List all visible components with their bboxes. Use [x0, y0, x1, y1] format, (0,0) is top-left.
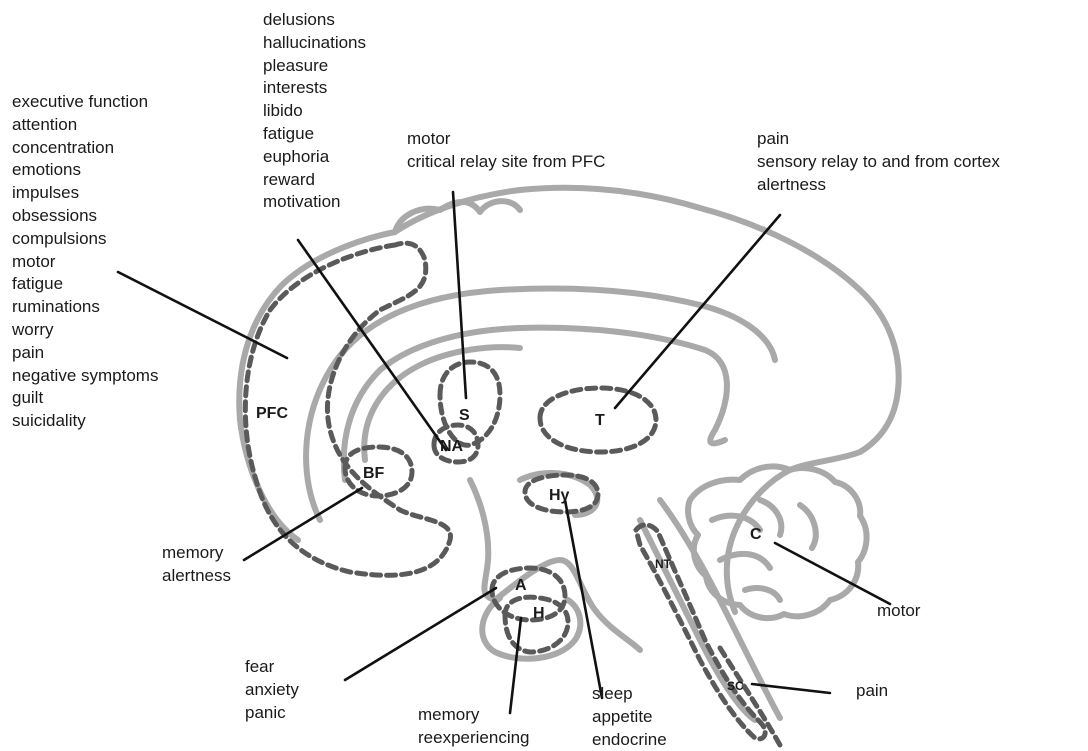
sc-function: pain [856, 680, 888, 703]
pfc-function: ruminations [12, 296, 158, 319]
label-bf: BF [363, 465, 385, 482]
label-sc: SC [727, 679, 744, 693]
label-c: C [750, 526, 762, 543]
leader-a [345, 588, 496, 680]
h-function: memory [418, 704, 530, 727]
leader-h [510, 618, 521, 713]
pfc-functions-list: executive function attention concentrati… [12, 91, 158, 433]
pfc-function: suicidality [12, 410, 158, 433]
na-function: libido [263, 100, 366, 123]
label-a: A [515, 577, 527, 594]
pfc-function: compulsions [12, 228, 158, 251]
s-region [440, 362, 500, 445]
bf-function: memory [162, 542, 231, 565]
pfc-function: attention [12, 114, 158, 137]
na-function: motivation [263, 191, 366, 214]
pfc-function: obsessions [12, 205, 158, 228]
pfc-function: executive function [12, 91, 158, 114]
pfc-function: emotions [12, 159, 158, 182]
bf-functions-list: memory alertness [162, 542, 231, 588]
hy-function: sleep [592, 683, 667, 706]
corpus-callosum [344, 328, 727, 480]
label-h: H [533, 605, 545, 622]
cortex-outline [239, 188, 898, 612]
leader-c [775, 543, 890, 604]
a-function: anxiety [245, 679, 299, 702]
bf-function: alertness [162, 565, 231, 588]
leader-t [615, 215, 780, 408]
label-t: T [595, 412, 605, 429]
na-function: pleasure [263, 55, 366, 78]
na-function: hallucinations [263, 32, 366, 55]
pfc-function: concentration [12, 137, 158, 160]
label-pfc: PFC [256, 405, 288, 422]
pfc-function: motor [12, 251, 158, 274]
na-functions-list: delusions hallucinations pleasure intere… [263, 9, 366, 214]
h-function: reexperiencing [418, 727, 530, 750]
h-functions-list: memory reexperiencing [418, 704, 530, 750]
hy-function: endocrine [592, 729, 667, 751]
sc-functions-list: pain [856, 680, 888, 703]
brainstem-outline [470, 480, 640, 650]
s-function: critical relay site from PFC [407, 151, 605, 174]
s-function: motor [407, 128, 605, 151]
label-s: S [459, 407, 470, 424]
label-na: NA [440, 438, 464, 455]
na-function: reward [263, 169, 366, 192]
na-function: euphoria [263, 146, 366, 169]
pfc-function: worry [12, 319, 158, 342]
a-function: panic [245, 702, 299, 725]
pfc-function: impulses [12, 182, 158, 205]
t-functions-list: pain sensory relay to and from cortex al… [757, 128, 1000, 196]
c-function: motor [877, 600, 920, 623]
hy-function: appetite [592, 706, 667, 729]
na-function: fatigue [263, 123, 366, 146]
label-nt: NT [655, 557, 672, 571]
na-function: interests [263, 77, 366, 100]
label-hy: Hy [549, 487, 570, 504]
c-functions-list: motor [877, 600, 920, 623]
pfc-function: pain [12, 342, 158, 365]
na-function: delusions [263, 9, 366, 32]
pfc-function: fatigue [12, 273, 158, 296]
t-function: pain [757, 128, 1000, 151]
a-function: fear [245, 656, 299, 679]
pfc-function: guilt [12, 387, 158, 410]
pfc-function: negative symptoms [12, 365, 158, 388]
t-function: alertness [757, 174, 1000, 197]
t-function: sensory relay to and from cortex [757, 151, 1000, 174]
a-functions-list: fear anxiety panic [245, 656, 299, 724]
s-functions-list: motor critical relay site from PFC [407, 128, 605, 174]
hy-functions-list: sleep appetite endocrine [592, 683, 667, 751]
